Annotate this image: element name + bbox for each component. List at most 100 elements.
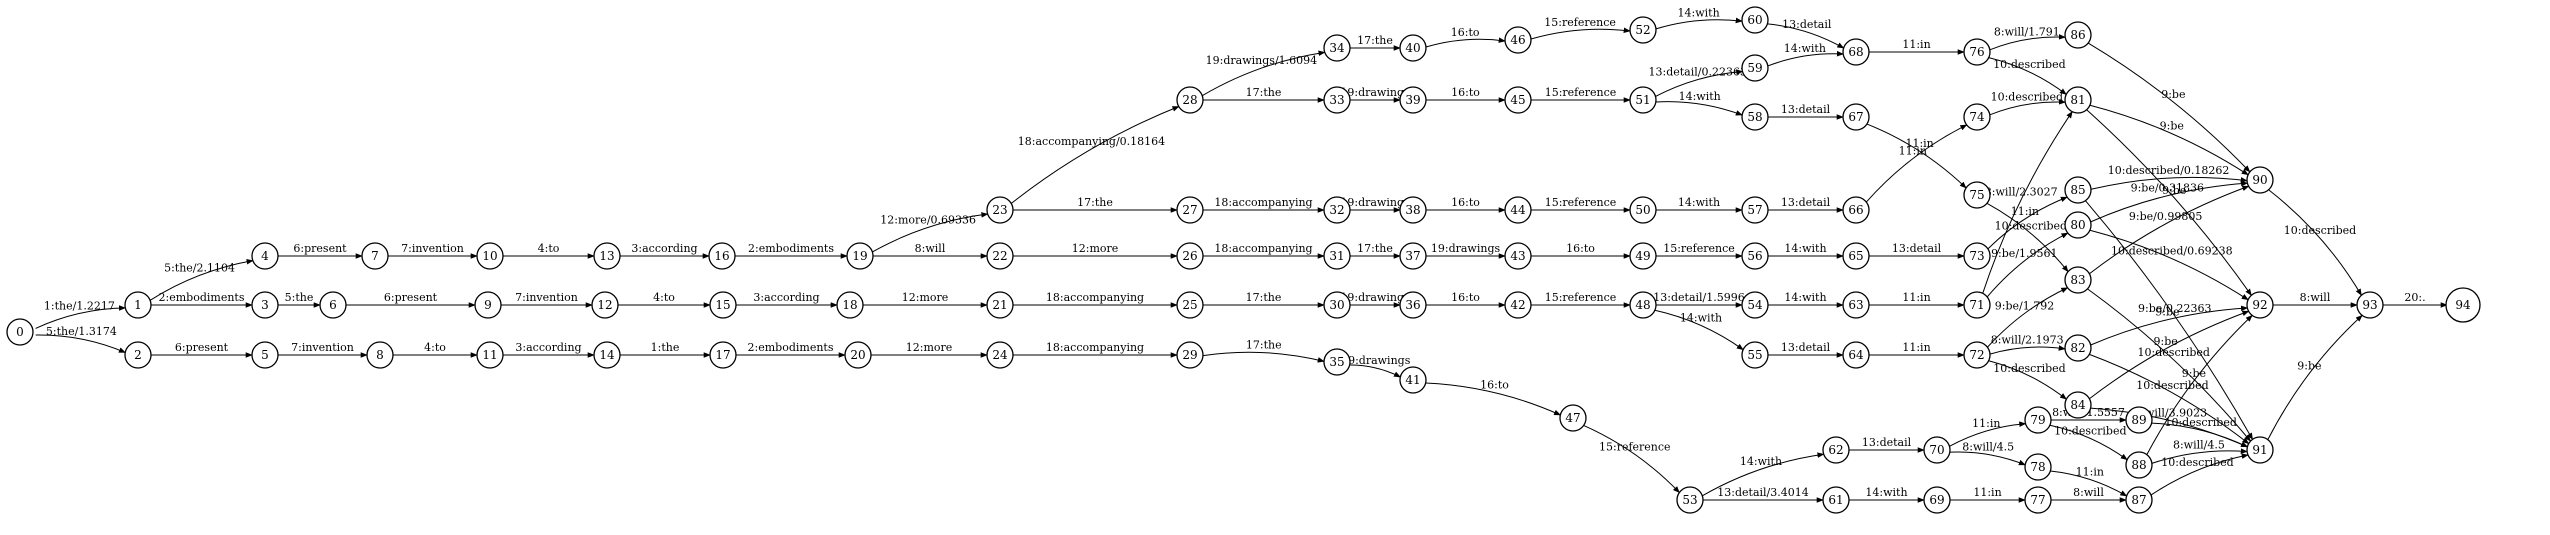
transition-label: 11:in: [1973, 486, 2001, 499]
state-circle: [1741, 103, 1769, 131]
state-id: 35: [1329, 355, 1344, 369]
transition-label: 9:be/1.792: [1995, 299, 2054, 312]
state-id: 83: [2070, 273, 2085, 287]
state-id: 57: [1747, 203, 1762, 217]
state-id: 55: [1747, 348, 1762, 362]
state-circle: [361, 242, 389, 270]
transition-label: 11:in: [1905, 137, 1933, 150]
transition-label: 2:embodiments: [159, 291, 245, 304]
state-node: 4: [251, 242, 279, 270]
state-node: 3: [251, 291, 279, 319]
state-node: 93: [2356, 291, 2384, 319]
state-node: 26: [1176, 242, 1204, 270]
state-circle: [2024, 406, 2052, 434]
transition-arrow: [2151, 448, 2248, 464]
state-id: 33: [1329, 93, 1344, 107]
state-circle: [1399, 366, 1427, 394]
state-node: 1: [124, 291, 152, 319]
state-circle: [2024, 486, 2052, 514]
state-circle: [1963, 242, 1991, 270]
state-circle: [1923, 436, 1951, 464]
transition-label: 9:be: [2161, 88, 2185, 101]
state-id: 15: [715, 298, 730, 312]
transition-label: 13:detail/0.22363: [1648, 66, 1746, 79]
transition-arrow: [1986, 202, 2069, 273]
state-circle: [986, 242, 1014, 270]
state-node: 37: [1399, 242, 1427, 270]
state-id: 28: [1182, 93, 1197, 107]
transition-label: 9:be: [2162, 184, 2186, 197]
state-node: 91: [2246, 436, 2274, 464]
state-node: 83: [2064, 266, 2092, 294]
final-state-ring: [2445, 287, 2481, 323]
state-id: 42: [1510, 298, 1525, 312]
transition-label: 8:will/2.3027: [1985, 185, 2058, 198]
state-id: 2: [134, 348, 142, 362]
transition-label: 11:in: [1972, 417, 2000, 430]
state-circle: [2064, 334, 2092, 362]
transition-arrow: [1989, 99, 2066, 116]
transition-label: 18:accompanying: [1046, 291, 1144, 304]
state-id: 13: [599, 249, 614, 263]
state-node: 82: [2064, 334, 2092, 362]
state-circle: [474, 291, 502, 319]
state-node: 70: [1923, 436, 1951, 464]
transition-label: 4:to: [538, 242, 560, 255]
transition-label: 1:the: [651, 341, 680, 354]
state-circle: [2125, 406, 2153, 434]
transition-arrow: [1989, 345, 2066, 355]
final-state: 94: [2445, 287, 2481, 323]
state-node: 55: [1741, 341, 1769, 369]
state-node: 51: [1629, 86, 1657, 114]
state-node: 47: [1559, 404, 1587, 432]
state-id: 50: [1635, 203, 1650, 217]
state-id: 63: [1848, 298, 1863, 312]
state-id: 52: [1635, 23, 1650, 37]
transition-arrow: [1349, 364, 1401, 378]
state-id: 64: [1848, 348, 1864, 362]
transition-arrow: [1988, 57, 2067, 95]
state-node: 39: [1399, 86, 1427, 114]
state-node: 63: [1842, 291, 1870, 319]
transition-arrow: [1010, 106, 1180, 204]
state-node: 75: [1963, 181, 1991, 209]
state-node: 13: [593, 242, 621, 270]
transition-label: 10:described: [1993, 58, 2065, 71]
state-id: 86: [2070, 28, 2085, 42]
state-id: 39: [1405, 93, 1420, 107]
state-id: 72: [1969, 348, 1984, 362]
transition-arrow: [1987, 196, 2068, 250]
state-circle: [1399, 291, 1427, 319]
transition-arrow: [2089, 353, 2250, 445]
state-id: 92: [2252, 298, 2267, 312]
state-circle: [1176, 242, 1204, 270]
state-node: 73: [1963, 242, 1991, 270]
state-circle: [1741, 54, 1769, 82]
transition-arrow: [2086, 109, 2252, 296]
state-id: 36: [1405, 298, 1420, 312]
transition-label: 15:reference: [1545, 196, 1617, 209]
transition-label: 9:be/1.9561: [1991, 247, 2057, 260]
state-id: 16: [714, 249, 729, 263]
state-id: 77: [2030, 493, 2045, 507]
state-node: 27: [1176, 196, 1204, 224]
transition-arrow: [1655, 101, 1743, 116]
state-node: 36: [1399, 291, 1427, 319]
transition-label: 6:present: [175, 341, 229, 354]
transition-label: 8:will: [915, 242, 946, 255]
state-circle: [1629, 16, 1657, 44]
state-circle: [708, 242, 736, 270]
state-node: 46: [1504, 26, 1532, 54]
state-id: 29: [1182, 348, 1197, 362]
state-id: 11: [482, 348, 497, 362]
state-node: 38: [1399, 196, 1427, 224]
state-circle: [2246, 291, 2274, 319]
state-id: 69: [1929, 493, 1944, 507]
transition-arrow: [1530, 27, 1631, 40]
state-node: 33: [1323, 86, 1351, 114]
transition-arrow: [2267, 314, 2363, 440]
transition-label: 9:be: [2182, 367, 2206, 380]
transition-label: 14:with: [1678, 7, 1720, 20]
state-id: 87: [2131, 493, 2146, 507]
state-node: 66: [1842, 196, 1870, 224]
